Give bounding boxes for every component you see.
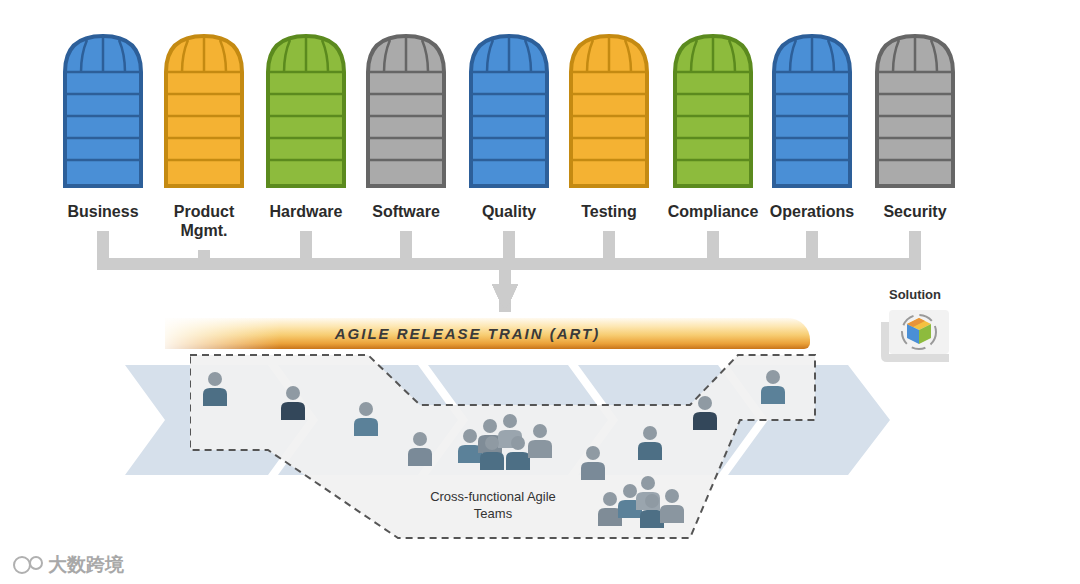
watermark: 大数跨境 — [48, 552, 124, 578]
region-caption: Cross-functional Agile Teams — [423, 488, 563, 522]
merge-connector — [505, 231, 609, 312]
merge-connector — [505, 231, 812, 312]
silo-label: Software — [357, 202, 455, 221]
solution-icon — [875, 308, 955, 364]
silo-shape — [364, 32, 448, 190]
silo-node: Product Mgmt. — [155, 32, 253, 240]
silo-shape — [61, 32, 145, 190]
silo-node: Operations — [763, 32, 861, 221]
solution-label: Solution — [868, 287, 962, 302]
silo-label: Product Mgmt. — [155, 202, 253, 240]
silo-node: Quality — [460, 32, 558, 221]
silo-shape — [770, 32, 854, 190]
silo-shape — [567, 32, 651, 190]
silo-node: Security — [866, 32, 964, 221]
silo-node: Software — [357, 32, 455, 221]
silo-label: Operations — [763, 202, 861, 221]
watermark-logo — [14, 557, 42, 573]
silo-node: Compliance — [664, 32, 762, 221]
merge-connector — [306, 231, 505, 312]
silo-node: Testing — [560, 32, 658, 221]
silo-node: Business — [54, 32, 152, 221]
silo-label: Hardware — [257, 202, 355, 221]
silo-shape — [671, 32, 755, 190]
merge-connector — [505, 231, 713, 312]
silo-label: Testing — [560, 202, 658, 221]
band-title: AGILE RELEASE TRAIN (ART) — [335, 325, 601, 342]
silo-node: Hardware — [257, 32, 355, 221]
silo-shape — [467, 32, 551, 190]
silo-label: Business — [54, 202, 152, 221]
silo-label: Compliance — [664, 202, 762, 221]
release-train-band: AGILE RELEASE TRAIN (ART) — [165, 318, 810, 349]
solution-node: Solution — [868, 287, 962, 364]
merge-connector — [406, 231, 505, 312]
silo-label: Security — [866, 202, 964, 221]
silo-shape — [162, 32, 246, 190]
merge-connector — [505, 231, 915, 312]
merge-connector — [103, 231, 505, 312]
silo-shape — [264, 32, 348, 190]
silo-label: Quality — [460, 202, 558, 221]
team-region: Cross-functional Agile Teams — [190, 352, 818, 542]
silo-shape — [873, 32, 957, 190]
